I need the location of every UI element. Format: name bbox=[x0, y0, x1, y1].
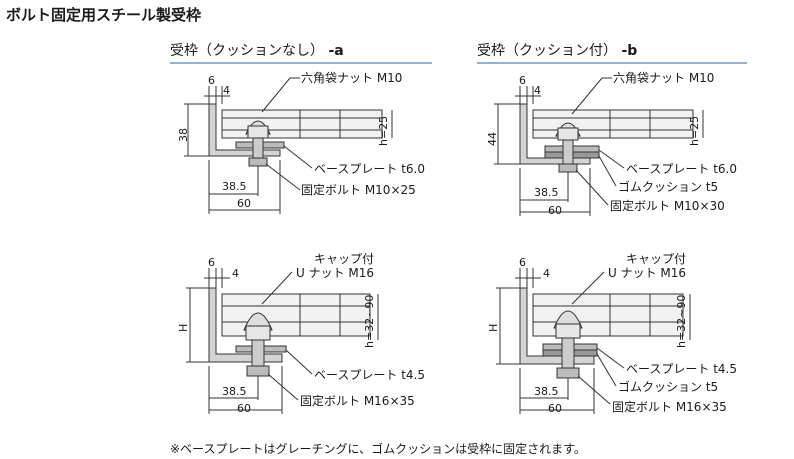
label-a-top-nut: 六角袋ナット M10 bbox=[301, 71, 403, 85]
dim-b-bot-h: H bbox=[487, 323, 500, 332]
dim-b-top-d1: 38.5 bbox=[534, 186, 559, 199]
dim-a-top-d1: 38.5 bbox=[222, 180, 247, 193]
dim-a-bot-w1: 6 bbox=[208, 256, 215, 269]
label-b-bot-bolt: 固定ボルト M16×35 bbox=[612, 400, 727, 414]
label-a-bot-bolt: 固定ボルト M16×35 bbox=[300, 394, 415, 408]
label-a-bot-cap: キャップ付 bbox=[314, 252, 375, 266]
dim-b-bot-d1: 38.5 bbox=[534, 385, 559, 398]
dim-b-top-w1: 6 bbox=[519, 74, 526, 87]
label-b-bot-unut: U ナット M16 bbox=[608, 266, 687, 280]
label-b-bot-plate: ベースプレート t4.5 bbox=[626, 362, 738, 376]
page-title: ボルト固定用スチール製受枠 bbox=[6, 6, 202, 24]
dim-b-top-d2: 60 bbox=[548, 204, 562, 217]
label-b-top-nut: 六角袋ナット M10 bbox=[613, 71, 715, 85]
label-b-top-bolt: 固定ボルト M10×30 bbox=[610, 199, 725, 213]
label-b-bot-cushion: ゴムクッション t5 bbox=[618, 380, 719, 394]
dim-a-top-w1: 6 bbox=[208, 74, 215, 87]
footnote: ※ベースプレートはグレーチングに、ゴムクッションは受枠に固定されます。 bbox=[170, 442, 586, 456]
label-b-top-plate: ベースプレート t6.0 bbox=[626, 162, 738, 176]
section-b-underline bbox=[477, 62, 747, 64]
label-a-bot-plate: ベースプレート t4.5 bbox=[314, 368, 426, 382]
label-a-bot-unut: U ナット M16 bbox=[296, 266, 375, 280]
dim-a-bot-d1: 38.5 bbox=[222, 385, 247, 398]
dim-b-bot-w1: 6 bbox=[519, 256, 526, 269]
label-b-top-cushion: ゴムクッション t5 bbox=[618, 180, 719, 194]
dim-b-bot-w2: 4 bbox=[543, 267, 550, 280]
section-b-title: 受枠（クッション付） -b bbox=[477, 43, 638, 59]
dim-b-bot-d2: 60 bbox=[548, 402, 562, 415]
label-a-top-bolt: 固定ボルト M10×25 bbox=[301, 183, 416, 197]
dim-a-top-d2: 60 bbox=[237, 197, 251, 210]
section-a-title: 受枠（クッションなし） -a bbox=[170, 43, 344, 59]
dim-a-top-w2: 4 bbox=[223, 84, 230, 97]
dim-b-top-w2: 4 bbox=[534, 84, 541, 97]
dim-a-bot-w2: 4 bbox=[232, 267, 239, 280]
label-a-top-plate: ベースプレート t6.0 bbox=[314, 162, 426, 176]
section-a-underline bbox=[170, 62, 432, 64]
label-b-bot-cap: キャップ付 bbox=[626, 252, 687, 266]
dim-a-bot-d2: 60 bbox=[237, 402, 251, 415]
dim-b-bot-hr: h=32~90 bbox=[675, 294, 688, 348]
